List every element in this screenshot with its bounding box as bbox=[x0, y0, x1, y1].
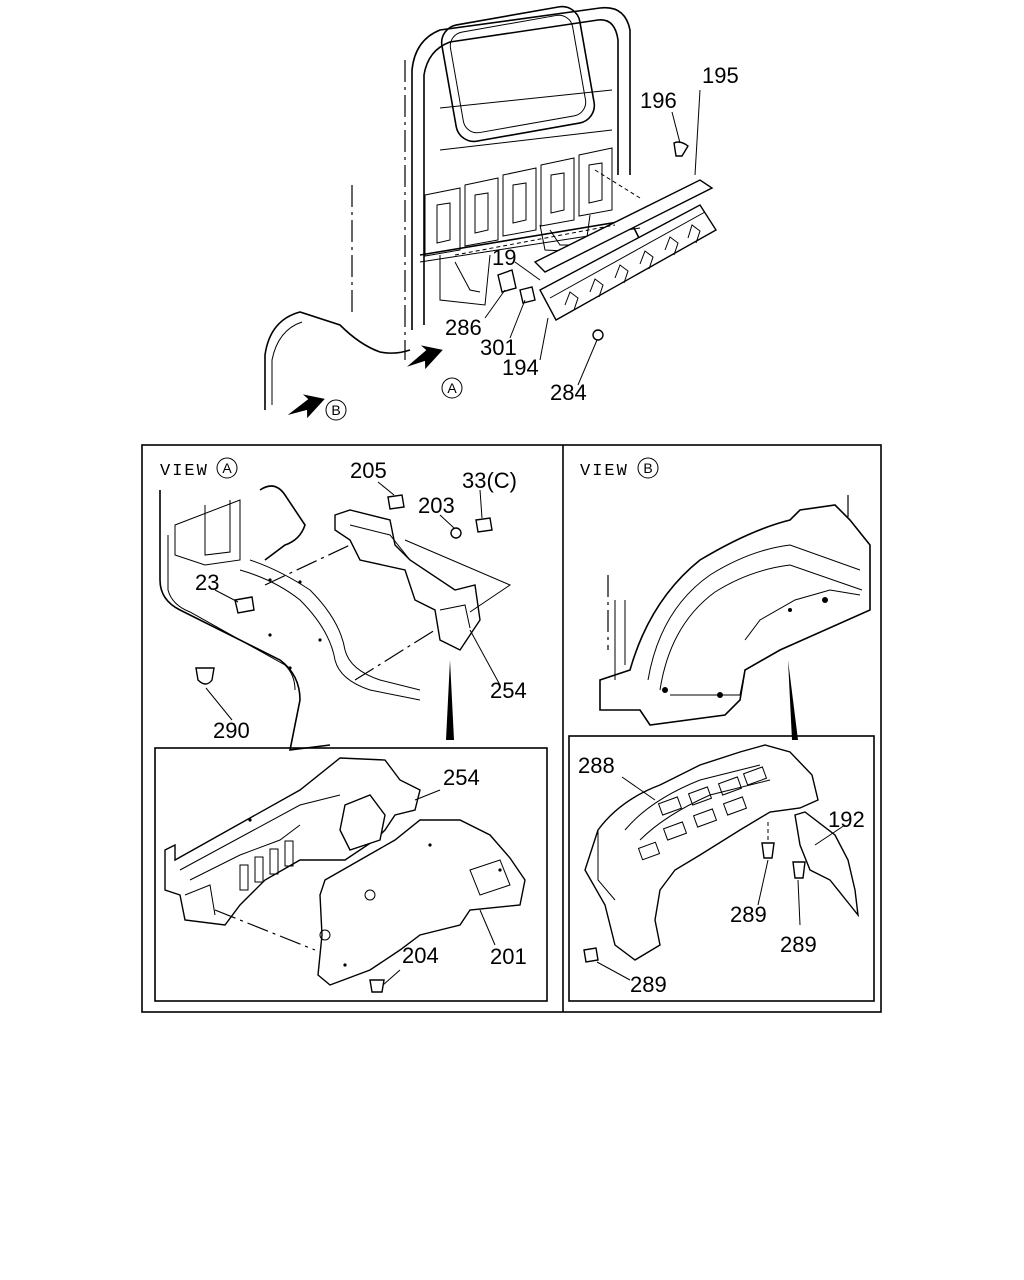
callout-b-288: 288 bbox=[578, 753, 615, 778]
callout-a-254: 254 bbox=[490, 678, 527, 703]
view-b-panel: VIEW B bbox=[568, 457, 875, 1002]
callout-19: 19 bbox=[492, 245, 516, 270]
view-a-marker bbox=[216, 457, 238, 479]
part-33c-bolt bbox=[475, 517, 493, 533]
callout-301: 301 bbox=[480, 335, 517, 360]
callout-a-23: 23 bbox=[195, 570, 219, 595]
callout-286: 286 bbox=[445, 315, 482, 340]
part-203-washer bbox=[450, 527, 462, 539]
callout-b-289-a: 289 bbox=[730, 902, 767, 927]
part-23-bolt bbox=[234, 596, 255, 614]
callout-284: 284 bbox=[550, 380, 587, 405]
view-arrow-a bbox=[406, 345, 443, 370]
views-frame bbox=[141, 444, 882, 1013]
part-290-plug bbox=[195, 667, 215, 685]
callout-a-254-detail: 254 bbox=[443, 765, 480, 790]
part-289-bolt-c bbox=[583, 947, 599, 963]
callout-b-289-c: 289 bbox=[630, 972, 667, 997]
view-marker-b-top-text: B bbox=[331, 402, 340, 418]
part-289-bolt-b bbox=[792, 861, 806, 879]
view-b-detail: 288 192 289 289 289 bbox=[578, 744, 865, 997]
view-a-detail-box bbox=[154, 747, 548, 1002]
detail-pointer-a bbox=[446, 660, 454, 740]
view-a-marker-text: A bbox=[222, 460, 232, 476]
detail-pointer-b bbox=[788, 660, 798, 740]
callout-194: 194 bbox=[502, 355, 539, 380]
part-196-clip bbox=[673, 141, 689, 157]
part-286-clip bbox=[497, 269, 517, 293]
callout-a-33c: 33(C) bbox=[462, 468, 517, 493]
callout-a-203: 203 bbox=[418, 493, 455, 518]
view-b-label: VIEW bbox=[580, 462, 629, 481]
callout-a-205: 205 bbox=[350, 458, 387, 483]
view-marker-a-top bbox=[441, 377, 463, 399]
view-marker-b-top bbox=[325, 399, 347, 421]
callout-b-192: 192 bbox=[828, 807, 865, 832]
callout-a-290: 290 bbox=[213, 718, 250, 743]
part-301-clip bbox=[519, 286, 536, 304]
top-overview: A B bbox=[264, 5, 739, 421]
view-b-detail-box bbox=[568, 735, 875, 1002]
callout-196: 196 bbox=[640, 88, 677, 113]
part-204-clip bbox=[369, 979, 385, 993]
part-289-bolt-a bbox=[761, 842, 775, 859]
view-b-marker-text: B bbox=[643, 460, 652, 476]
view-a-label: VIEW bbox=[160, 462, 209, 481]
callout-b-289-b: 289 bbox=[780, 932, 817, 957]
callout-195: 195 bbox=[702, 63, 739, 88]
part-195-rail bbox=[533, 179, 717, 321]
callout-a-204: 204 bbox=[402, 943, 439, 968]
part-205-bolt bbox=[387, 494, 405, 510]
view-b-marker bbox=[637, 457, 659, 479]
view-a-detail: 254 204 201 bbox=[164, 757, 527, 993]
view-a-panel: VIEW A bbox=[154, 457, 548, 1002]
callout-a-201: 201 bbox=[490, 944, 527, 969]
part-284-screw bbox=[592, 329, 604, 341]
view-arrow-b bbox=[287, 394, 325, 419]
view-marker-a-top-text: A bbox=[447, 380, 457, 396]
